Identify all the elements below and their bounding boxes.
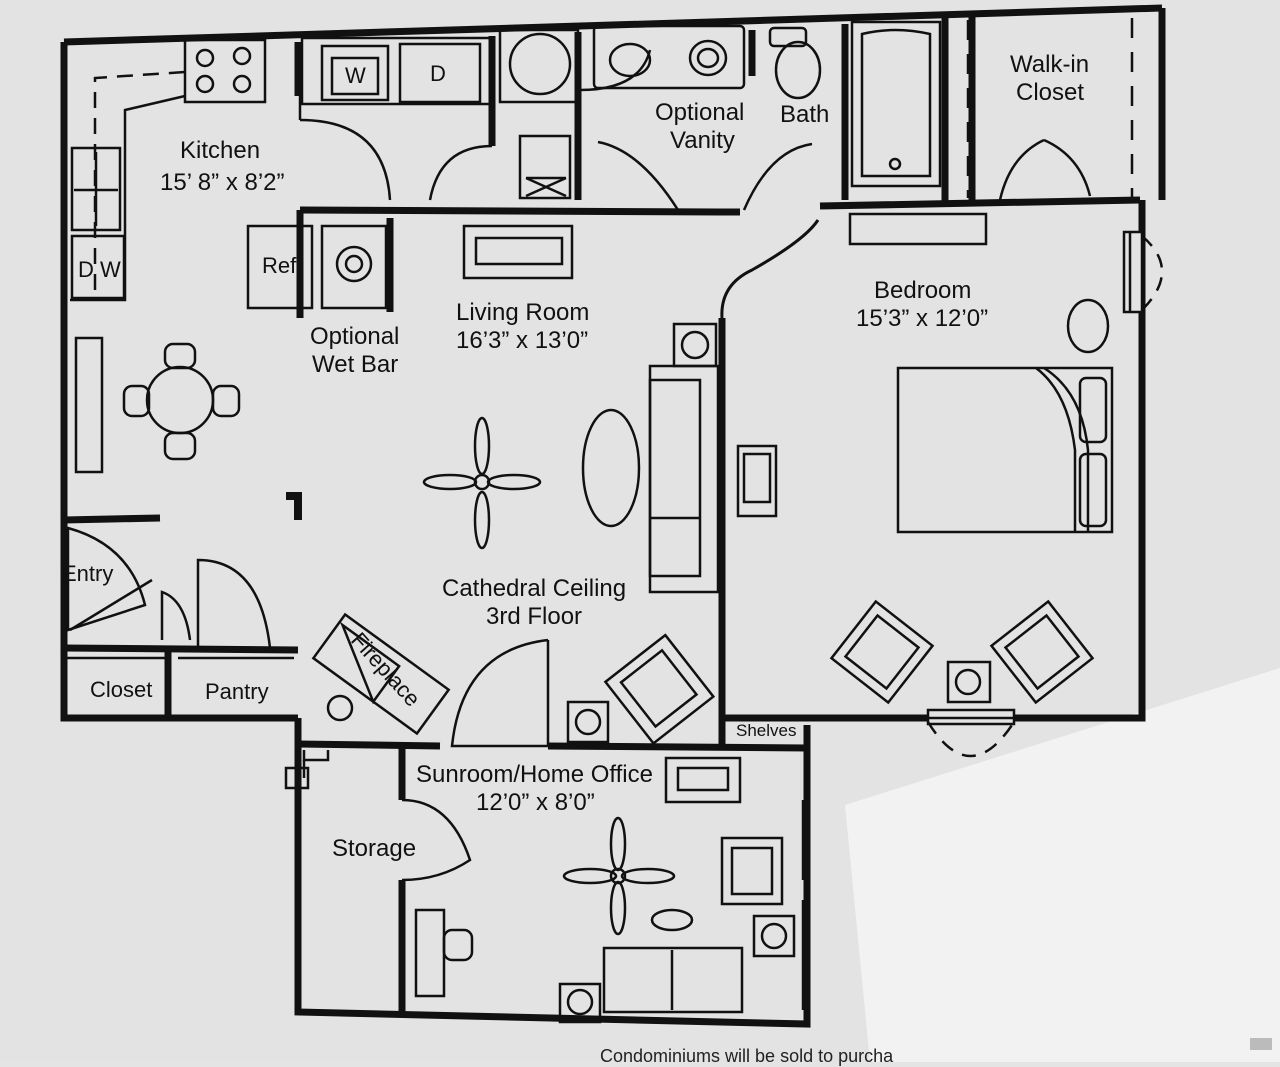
dishwasher-label: D W	[78, 257, 121, 282]
bedroom-furniture	[736, 230, 1164, 758]
vanity-line2: Vanity	[670, 127, 735, 154]
closet-label: Closet	[90, 677, 153, 702]
sunroom-furniture	[284, 750, 805, 1024]
living-room-furniture	[66, 219, 820, 748]
dryer-label: D	[430, 61, 446, 86]
watermark	[1250, 1038, 1272, 1050]
bath-fixtures	[498, 18, 1134, 246]
stove	[183, 38, 267, 104]
coffee-table	[581, 408, 641, 528]
storage-label: Storage	[332, 835, 417, 862]
kitchen-name: Kitchen	[180, 137, 261, 164]
bedroom-dims: 15’3” x 12’0”	[856, 305, 989, 332]
walkin-line1: Walk-in	[1010, 51, 1090, 78]
kitchen-fixtures	[70, 38, 493, 474]
laundry	[300, 36, 494, 106]
walkin-line2: Closet	[1016, 79, 1085, 106]
living-room-dims: 16’3” x 13’0”	[456, 327, 589, 354]
sunroom-name: Sunroom/Home Office	[416, 761, 653, 788]
sunroom-sofa	[602, 946, 744, 1014]
bath-label: Bath	[780, 101, 830, 128]
wet-bar-line2: Wet Bar	[312, 351, 399, 378]
tv-console	[462, 224, 574, 280]
shelves-label: Shelves	[736, 721, 797, 740]
refrigerator-label: Ref	[262, 253, 297, 278]
cathedral-line2: 3rd Floor	[486, 603, 583, 630]
dishwasher	[70, 234, 126, 300]
bed	[896, 366, 1114, 534]
pantry-label: Pantry	[205, 679, 269, 704]
cathedral-line1: Cathedral Ceiling	[442, 575, 627, 602]
sunroom-dims: 12’0” x 8’0”	[476, 789, 595, 816]
kitchen-dims: 15’ 8” x 8’2”	[160, 169, 285, 196]
ceiling-fan	[422, 416, 542, 550]
entry-label: Entry	[62, 561, 114, 586]
refrigerator	[246, 224, 314, 310]
wet-bar-line1: Optional	[310, 323, 400, 350]
dresser	[848, 212, 988, 246]
living-room-name: Living Room	[456, 299, 590, 326]
footer-note: Condominiums will be sold to purcha	[600, 1046, 894, 1066]
fireplace-unit	[311, 612, 451, 736]
sink	[70, 146, 122, 232]
washer-label: W	[345, 63, 366, 88]
vanity-line1: Optional	[655, 99, 745, 126]
armchair	[603, 633, 716, 746]
wet-bar	[320, 224, 388, 310]
bedroom-name: Bedroom	[874, 277, 972, 304]
counter	[74, 336, 104, 474]
overlapping-paper	[845, 668, 1280, 1062]
sunroom-ceiling-fan	[562, 816, 676, 936]
